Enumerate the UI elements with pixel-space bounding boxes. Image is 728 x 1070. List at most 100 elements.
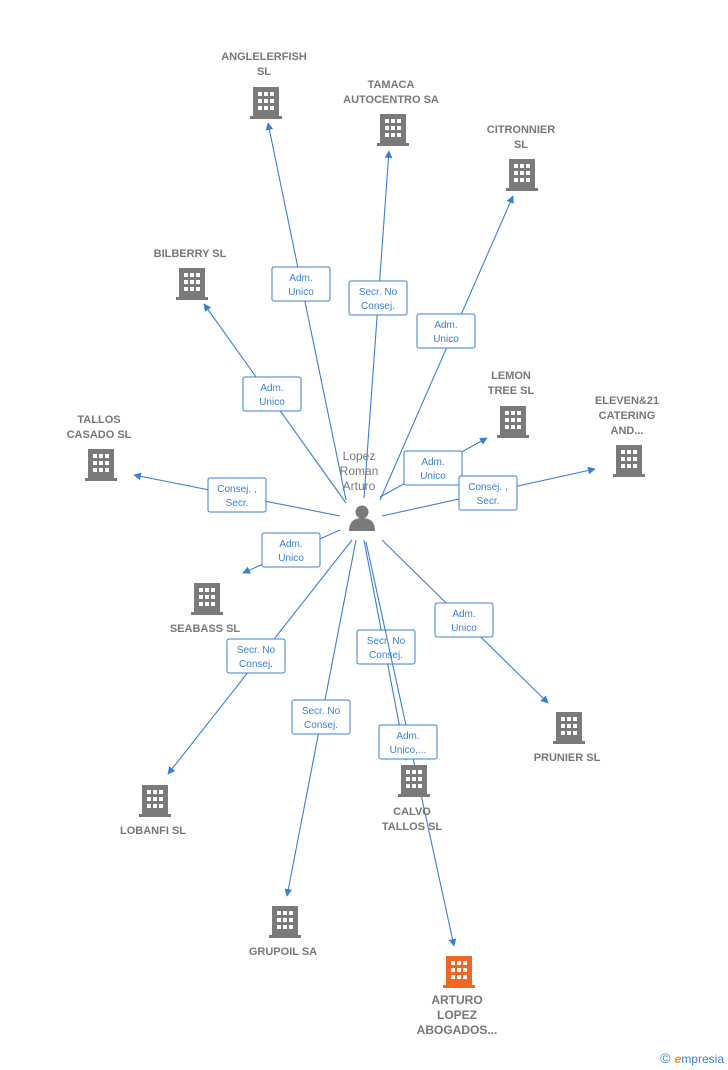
- building-icon: [497, 406, 529, 438]
- edge-label-text: Secr. No: [237, 645, 276, 656]
- company-node-lobanfi[interactable]: LOBANFI SL: [120, 785, 186, 837]
- edge-label-box: [207, 477, 267, 513]
- edge-label[interactable]: Adm.Unico: [434, 602, 494, 638]
- company-node-prunier[interactable]: PRUNIER SL: [534, 712, 601, 764]
- edge-label[interactable]: Adm.Unico: [416, 313, 476, 349]
- company-label: ANGLELERFISH: [221, 51, 307, 63]
- center-label-line: Lopez: [343, 449, 376, 463]
- edge-label[interactable]: Consej. ,Secr.: [207, 477, 267, 513]
- copyright-symbol: ©: [660, 1050, 671, 1066]
- edge-citronnier: Adm. Unico: [379, 195, 514, 501]
- building-icon: [377, 114, 409, 146]
- edge-label-box: [416, 313, 476, 349]
- building-icon: [85, 449, 117, 481]
- edge-label-box: [348, 280, 408, 316]
- building-icon: [250, 87, 282, 119]
- edge-label-text: Unico,...: [390, 745, 427, 756]
- edge-eleven: Consej. , Secr.: [381, 466, 596, 517]
- company-label: ARTURO: [431, 993, 482, 1007]
- building-icon: [443, 956, 475, 988]
- edge-line: [363, 150, 393, 499]
- edge-label-box: [403, 450, 463, 486]
- company-label: BILBERRY SL: [154, 248, 227, 260]
- building-icon: [139, 785, 171, 817]
- building-icon: [553, 712, 585, 744]
- company-label: TREE SL: [488, 385, 535, 397]
- edge-label-text: Unico: [288, 287, 314, 298]
- company-node-arturo[interactable]: ARTUROLOPEZABOGADOS...: [417, 956, 498, 1037]
- company-label: AND...: [611, 425, 644, 437]
- edge-label-text: Consej.: [369, 650, 403, 661]
- company-node-grupoil[interactable]: GRUPOIL SA: [249, 906, 317, 958]
- edge-label-text: Adm.: [289, 273, 312, 284]
- edge-anglelerfish: Adm. Unico: [265, 122, 347, 501]
- edge-arturo: Adm. Unico,...: [365, 541, 457, 947]
- building-icon: [506, 159, 538, 191]
- edge-label-text: Unico: [433, 334, 459, 345]
- company-node-bilberry[interactable]: BILBERRY SL: [154, 248, 227, 300]
- center-label-line: Roman: [340, 464, 379, 478]
- edge-bilberry: Adm.Unico: [203, 303, 347, 504]
- edge-label-box: [226, 638, 286, 674]
- edge-label[interactable]: Adm. Unico,...: [378, 724, 438, 760]
- company-label: ABOGADOS...: [417, 1023, 498, 1037]
- company-node-anglelerfish[interactable]: ANGLELERFISH SL: [221, 51, 307, 119]
- person-icon: [349, 505, 375, 531]
- edge-label-box: [356, 629, 416, 665]
- edge-label-text: Unico: [278, 553, 304, 564]
- edge-label-text: Secr. No: [302, 706, 341, 717]
- building-icon: [191, 583, 223, 615]
- edge-label-box: [242, 376, 302, 412]
- edge-label[interactable]: Secr. No Consej.: [348, 280, 408, 316]
- company-label: PRUNIER SL: [534, 752, 601, 764]
- edge-label[interactable]: Adm. Unico: [271, 266, 331, 302]
- building-icon: [176, 268, 208, 300]
- edge-label-text: Adm.: [396, 731, 419, 742]
- company-label: CALVO: [393, 806, 431, 818]
- company-label: TAMACA: [368, 79, 415, 91]
- edge-label-text: Adm.: [421, 457, 444, 468]
- brand-watermark: ©empresia: [660, 1050, 724, 1066]
- building-icon: [269, 906, 301, 938]
- edge-label-text: Secr.: [226, 498, 249, 509]
- edge-tamaca: Secr. No Consej.: [348, 150, 408, 499]
- company-label: CATERING: [599, 410, 656, 422]
- company-label: GRUPOIL SA: [249, 946, 317, 958]
- edge-label-text: Consej.: [361, 301, 395, 312]
- company-node-seabass[interactable]: SEABASS SL: [170, 583, 241, 635]
- company-label: CITRONNIER: [487, 124, 556, 136]
- brand-initial: e: [674, 1052, 682, 1066]
- building-icon: [613, 445, 645, 477]
- company-label: SL: [257, 66, 271, 78]
- edge-seabass: Adm.Unico: [242, 529, 341, 574]
- edge-label-text: Secr.: [477, 496, 500, 507]
- edge-label[interactable]: Adm.Unico: [403, 450, 463, 486]
- center-label-line: Arturo: [343, 479, 376, 493]
- edge-label[interactable]: Adm.Unico: [261, 532, 321, 568]
- company-label: CASADO SL: [67, 429, 132, 441]
- edge-label-text: Consej. ,: [468, 482, 507, 493]
- edge-label-text: Unico: [451, 623, 477, 634]
- edge-label-text: Secr. No: [359, 287, 398, 298]
- edge-label[interactable]: Consej. , Secr.: [458, 475, 518, 511]
- edge-label-box: [434, 602, 494, 638]
- company-label: ELEVEN&21: [595, 395, 659, 407]
- company-label: LOBANFI SL: [120, 825, 186, 837]
- edge-label[interactable]: Adm.Unico: [242, 376, 302, 412]
